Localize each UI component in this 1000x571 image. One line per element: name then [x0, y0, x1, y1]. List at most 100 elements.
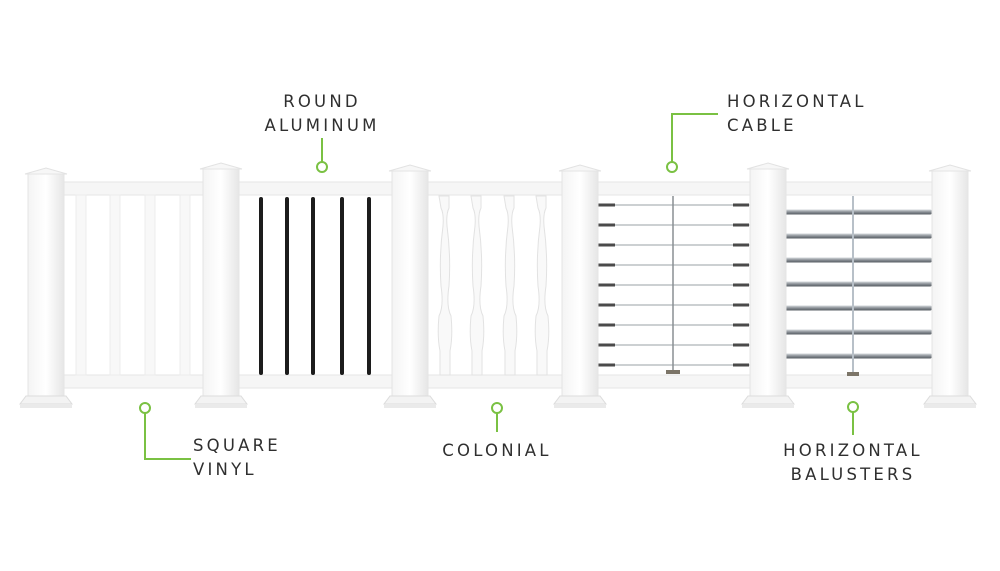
horizontal-baluster — [777, 281, 932, 287]
top-rail — [427, 181, 563, 196]
horizontal-baluster — [777, 233, 932, 239]
colonial-spindle — [502, 195, 518, 376]
cable-fitting — [733, 203, 749, 207]
callout-dot — [491, 402, 503, 414]
post — [553, 164, 607, 408]
post-cap — [746, 162, 790, 170]
round-aluminum-baluster — [367, 197, 371, 375]
post-body — [749, 168, 787, 398]
post-body — [202, 168, 240, 398]
post-base-plate — [195, 404, 247, 408]
post-body — [391, 170, 429, 400]
horizontal-baluster — [777, 209, 932, 215]
post-base-plate — [924, 404, 976, 408]
cable-fitting — [733, 303, 749, 307]
post — [741, 162, 795, 408]
horizontal-baluster — [777, 257, 932, 263]
label-round-aluminum-2: ALUMINUM — [264, 116, 379, 135]
post-base-plate — [554, 404, 606, 408]
post — [923, 164, 977, 408]
round-aluminum-baluster — [259, 197, 263, 375]
cable-fitting — [597, 283, 615, 287]
post-base-plate — [742, 404, 794, 408]
post — [19, 167, 73, 408]
callout-horizontal-balusters — [847, 401, 859, 435]
post-body — [931, 170, 969, 400]
bottom-rail — [63, 374, 204, 389]
horizontal-baluster — [777, 353, 932, 359]
bottom-rail — [238, 374, 393, 389]
cable-fitting — [733, 263, 749, 267]
callout-round-aluminum — [316, 138, 328, 173]
callout-colonial — [491, 402, 503, 432]
cable-fitting — [733, 343, 749, 347]
label-horizontal-cable-2: CABLE — [727, 116, 797, 135]
round-aluminum-baluster — [311, 197, 315, 375]
square-vinyl-baluster — [75, 194, 87, 376]
top-rail — [597, 181, 751, 196]
bottom-rail — [597, 374, 751, 389]
horizontal-baluster — [777, 305, 932, 311]
cable-fitting — [597, 223, 615, 227]
bottom-rail — [785, 374, 933, 389]
callout-dot — [847, 401, 859, 413]
label-colonial: COLONIAL — [442, 441, 551, 460]
cable-fitting — [733, 363, 749, 367]
post-base-plate — [384, 404, 436, 408]
baluster-support-foot — [847, 372, 859, 376]
callout-dot — [666, 161, 678, 173]
cable-fitting — [597, 343, 615, 347]
top-rail — [63, 181, 204, 196]
cable-fitting — [597, 303, 615, 307]
post-body — [27, 173, 65, 403]
post-cap — [199, 162, 243, 170]
cable-support-foot — [666, 370, 680, 374]
label-round-aluminum-1: ROUND — [283, 92, 361, 111]
post-base — [923, 395, 977, 405]
cable-fitting — [733, 223, 749, 227]
cable-fitting — [733, 323, 749, 327]
posts — [19, 162, 977, 408]
callout-square-vinyl — [139, 402, 191, 460]
cable-fitting — [597, 243, 615, 247]
post-cap — [558, 164, 602, 172]
callout-dot — [139, 402, 151, 414]
post-cap — [928, 164, 972, 172]
label-horizontal-balusters-2: BALUSTERS — [791, 465, 916, 484]
post-base — [741, 395, 795, 405]
cable-fitting — [597, 203, 615, 207]
colonial-spindle — [534, 195, 550, 376]
label-horizontal-balusters-1: HORIZONTAL — [783, 441, 923, 460]
label-square-vinyl-2: VINYL — [193, 460, 257, 479]
square-vinyl-baluster — [179, 194, 191, 376]
round-aluminum-baluster — [340, 197, 344, 375]
cable-fitting — [733, 283, 749, 287]
top-rail — [238, 181, 393, 196]
post-body — [561, 170, 599, 400]
colonial-spindle — [437, 195, 453, 376]
horizontal-baluster — [777, 329, 932, 335]
cable-fitting — [597, 323, 615, 327]
post-base — [383, 395, 437, 405]
callout-line — [144, 413, 191, 460]
callout-horizontal-cable — [666, 113, 718, 173]
post-cap — [24, 167, 68, 175]
post-base-plate — [20, 404, 72, 408]
cable-fitting — [597, 363, 615, 367]
callout-dot — [316, 161, 328, 173]
square-vinyl-baluster — [144, 194, 156, 376]
infill — [75, 194, 932, 376]
post-base — [19, 395, 73, 405]
post — [194, 162, 248, 408]
top-rail — [785, 181, 933, 196]
cable-fitting — [733, 243, 749, 247]
label-square-vinyl-1: SQUARE — [193, 436, 281, 455]
post-base — [553, 395, 607, 405]
cable-fitting — [597, 263, 615, 267]
callout-line — [671, 113, 718, 162]
post — [383, 164, 437, 408]
bottom-rail — [427, 374, 563, 389]
square-vinyl-baluster — [109, 194, 121, 376]
round-aluminum-baluster — [285, 197, 289, 375]
label-horizontal-cable-1: HORIZONTAL — [727, 92, 867, 111]
